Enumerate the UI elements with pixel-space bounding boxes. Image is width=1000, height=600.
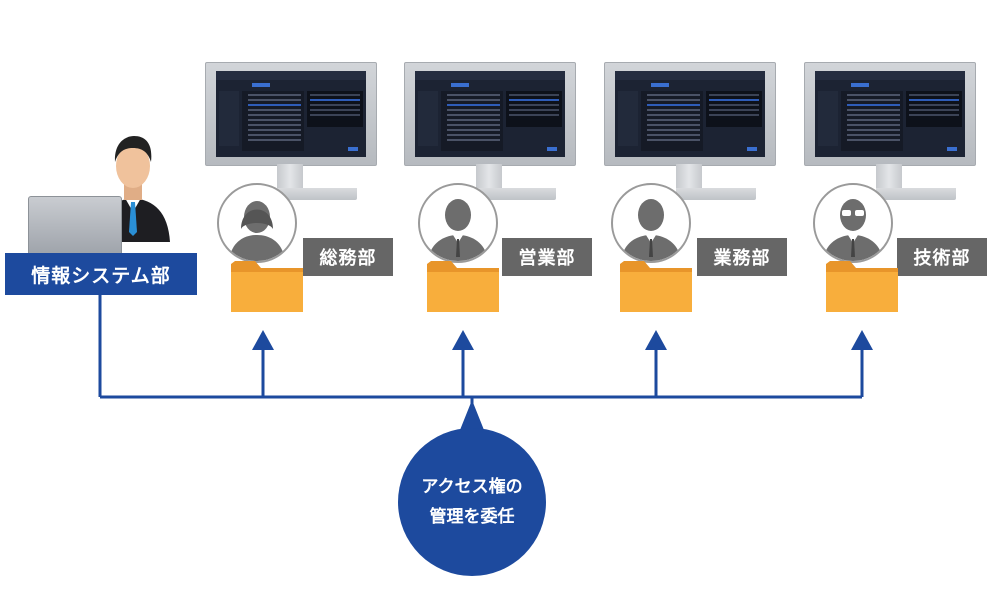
file-manager-screen [615, 71, 765, 157]
arrow-up-icon [851, 330, 873, 350]
arrow-up-icon [645, 330, 667, 350]
file-manager-screen [216, 71, 366, 157]
delegation-bubble: アクセス権の 管理を委任 [398, 428, 546, 576]
delegation-text-line2: 管理を委任 [429, 507, 515, 527]
male-user-glasses-icon [813, 183, 893, 263]
department-label: 技術部 [897, 238, 987, 276]
department-label: 業務部 [697, 238, 787, 276]
arrow-up-icon [452, 330, 474, 350]
folder-icon [620, 261, 692, 312]
male-user-icon [611, 183, 691, 263]
admin-department-label: 情報システム部 [5, 253, 197, 295]
female-user-icon [217, 183, 297, 263]
folder-icon [231, 261, 303, 312]
file-manager-screen [415, 71, 565, 157]
male-user-icon [418, 183, 498, 263]
laptop-icon [28, 196, 122, 256]
folder-icon [427, 261, 499, 312]
folder-icon [826, 261, 898, 312]
file-manager-screen [815, 71, 965, 157]
delegation-text-line1: アクセス権の [421, 477, 523, 497]
department-label: 総務部 [303, 238, 393, 276]
arrow-up-icon [252, 330, 274, 350]
department-label: 営業部 [502, 238, 592, 276]
